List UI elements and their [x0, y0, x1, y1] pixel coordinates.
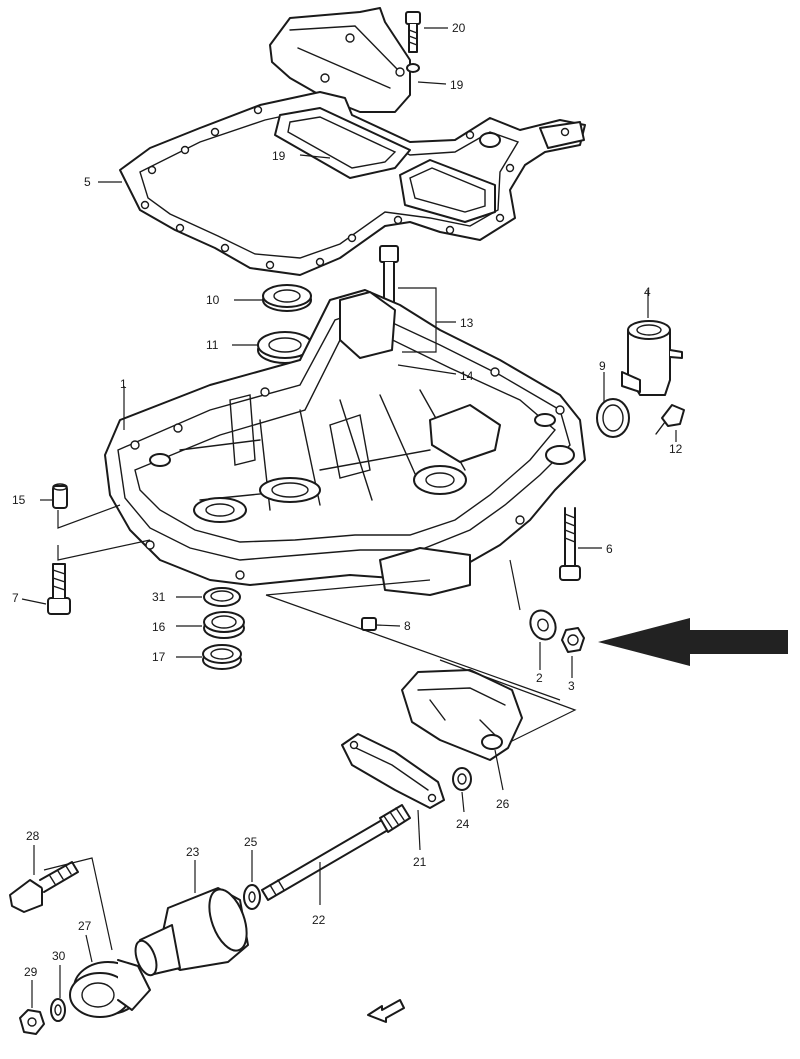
callout-10: 10: [206, 293, 220, 307]
seal-upper: [262, 284, 312, 312]
cover-bolt: [405, 11, 421, 53]
callout-24: 24: [456, 817, 470, 831]
callout-25: 25: [244, 835, 258, 849]
callout-6: 6: [606, 542, 613, 556]
callout-5: 5: [84, 175, 91, 189]
ring-stack: [202, 587, 245, 670]
callout-3: 3: [568, 679, 575, 693]
oil-pan: [104, 289, 586, 596]
sensor-housing: [621, 320, 683, 396]
callout-12: 12: [669, 442, 683, 456]
callout-30: 30: [52, 949, 66, 963]
dowel-pin: [52, 483, 68, 509]
callout-4: 4: [644, 285, 651, 299]
front-direction-arrow-icon: [367, 999, 405, 1023]
cover-plate: [269, 7, 411, 113]
small-bolt: [655, 404, 685, 435]
banjo-bolt: [9, 861, 79, 913]
callout-26: 26: [496, 797, 510, 811]
callout-31: 31: [152, 590, 166, 604]
callout-20: 20: [452, 21, 466, 35]
cap-nut: [19, 1009, 45, 1035]
small-dowel: [361, 617, 377, 631]
pump-bracket: [401, 669, 523, 761]
callout-23: 23: [186, 845, 200, 859]
callout-2: 2: [536, 671, 543, 685]
cap-washer: [50, 998, 66, 1022]
hex-nut: [561, 627, 585, 653]
callout-17: 17: [152, 650, 166, 664]
callout-1: 1: [120, 377, 127, 391]
drive-shaft: [261, 804, 411, 901]
callout-22: 22: [312, 913, 326, 927]
callout-28: 28: [26, 829, 40, 843]
callout-27: 27: [78, 919, 92, 933]
cover-washer: [406, 63, 420, 73]
callout-7: 7: [12, 591, 19, 605]
pump-gasket: [341, 733, 445, 809]
callout-14: 14: [460, 369, 474, 383]
flange-bolt: [47, 563, 71, 615]
callout-labels: 20 19 19 5 10 11 13 14 4 9 12 1 15 6 7 3…: [12, 21, 683, 979]
callout-16: 16: [152, 620, 166, 634]
callout-29: 29: [24, 965, 38, 979]
callout-9: 9: [599, 359, 606, 373]
arrow-left-icon: [598, 618, 788, 666]
plain-washer: [529, 609, 557, 641]
callout-15: 15: [12, 493, 26, 507]
callout-8: 8: [404, 619, 411, 633]
callout-19-gasket: 19: [272, 149, 286, 163]
leader-lines: [21, 27, 677, 1008]
callout-11: 11: [206, 338, 219, 352]
o-ring: [596, 398, 630, 438]
callout-13: 13: [460, 316, 474, 330]
pump-o-ring: [452, 767, 472, 791]
side-bolt: [559, 507, 581, 581]
pump-housing: [134, 887, 249, 977]
gasket: [119, 91, 586, 276]
shaft-washer: [243, 884, 261, 910]
end-cap: [69, 959, 151, 1018]
callout-19-top: 19: [450, 78, 464, 92]
callout-21: 21: [413, 855, 427, 869]
